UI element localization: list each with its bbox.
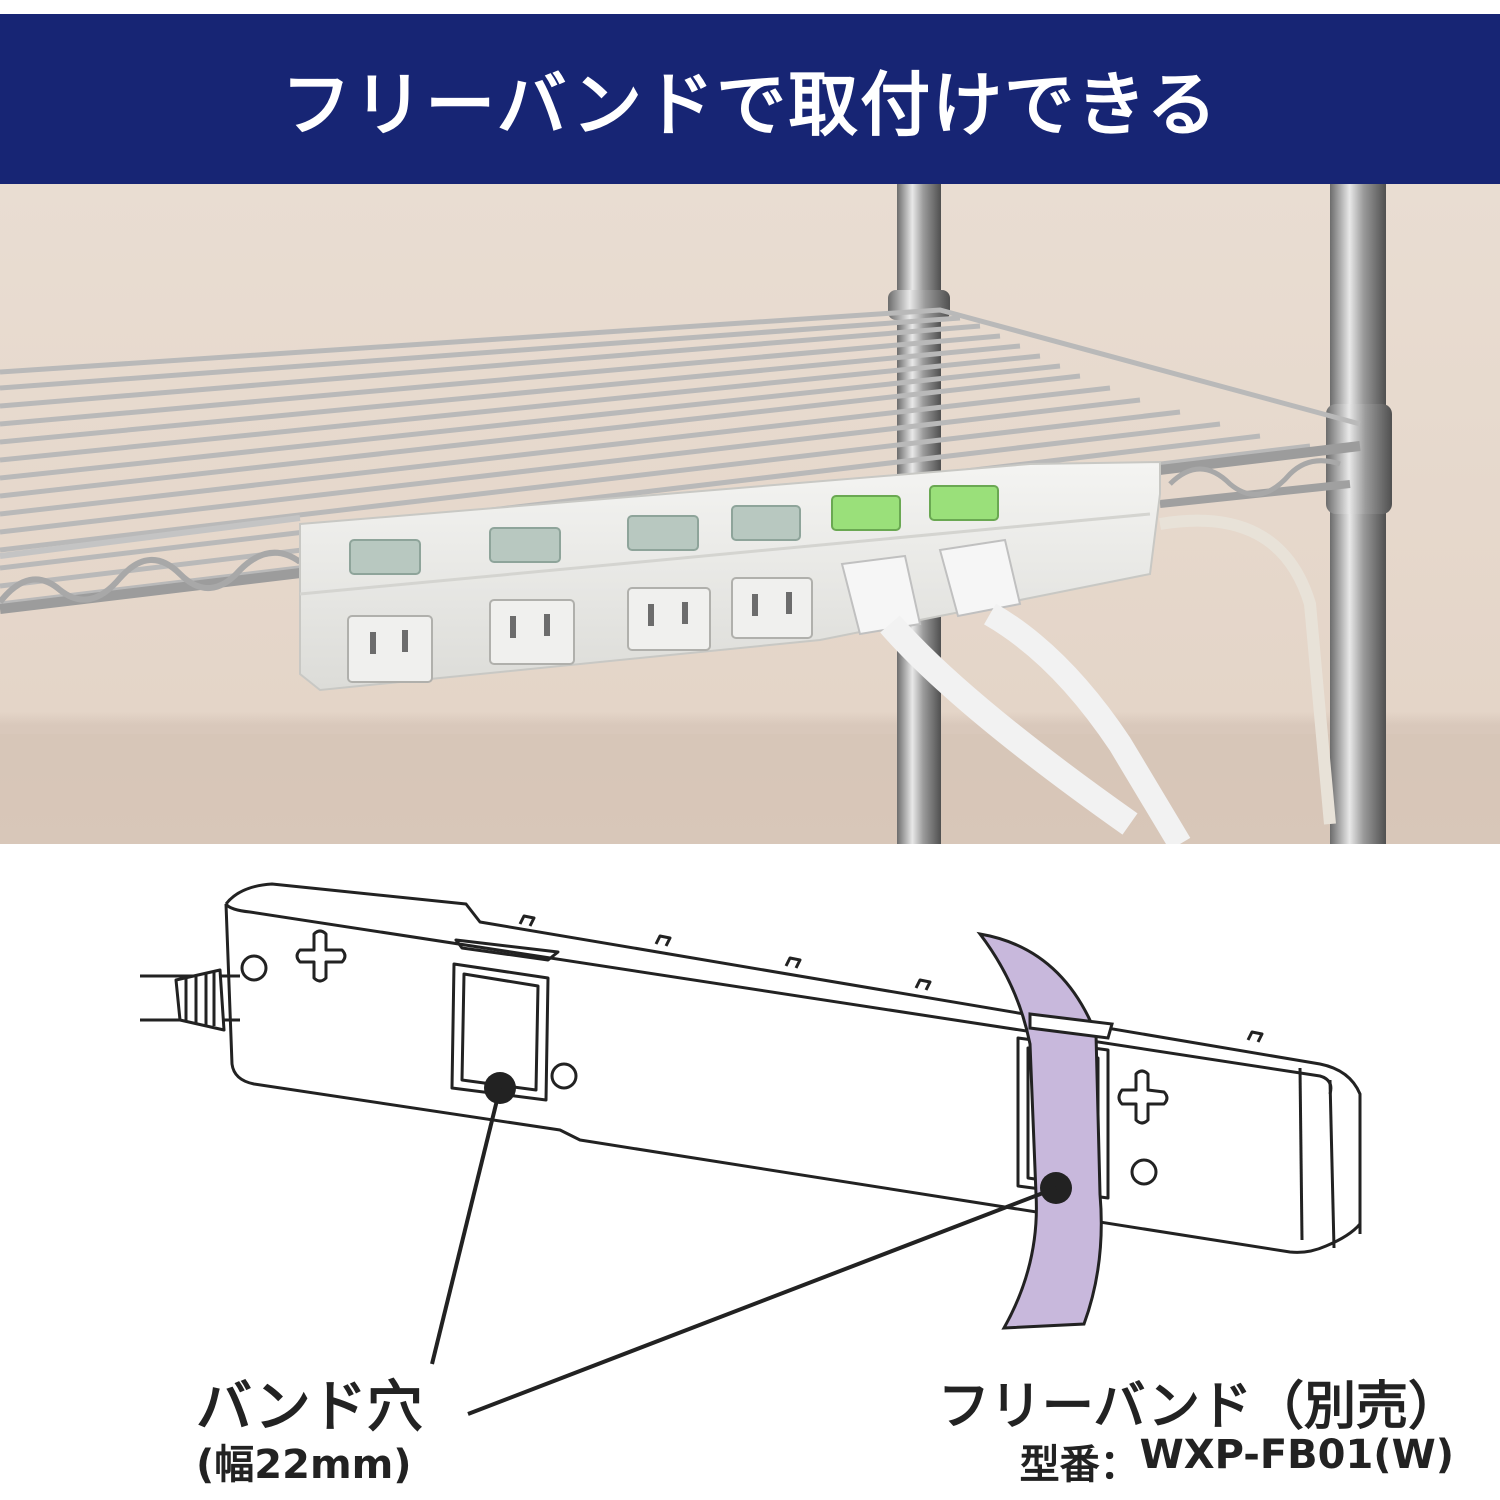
band-hole-width-label: (幅22mm)	[196, 1442, 412, 1488]
title-banner: フリーバンドで取付けできる	[0, 14, 1500, 184]
model-number-label: WXP-FB01(W)	[1139, 1432, 1454, 1478]
model-prefix-label: 型番：	[1019, 1442, 1140, 1488]
banner-title: フリーバンドで取付けできる	[281, 63, 1219, 146]
model-number-row: 型番： WXP-FB01(W)	[1020, 1432, 1454, 1490]
mounting-diagram	[140, 882, 1362, 1416]
band-hole-label: バンド穴	[196, 1375, 423, 1440]
free-band-label: フリーバンド（別売）	[937, 1377, 1460, 1437]
product-photo	[0, 184, 1500, 844]
